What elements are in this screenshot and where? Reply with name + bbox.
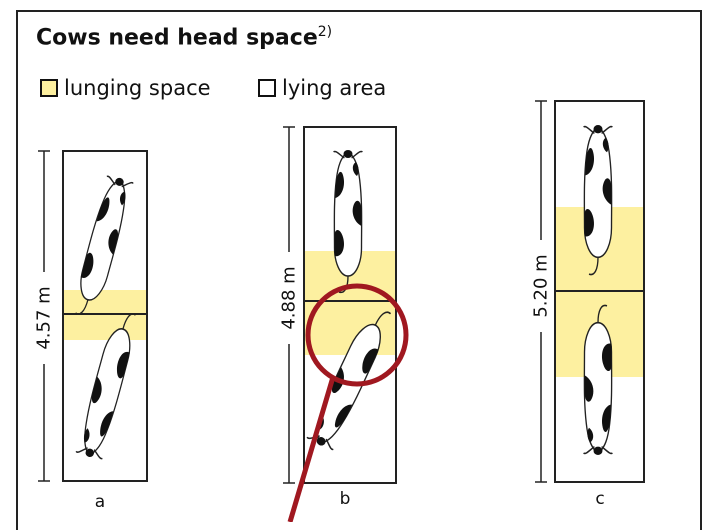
stall-a-outline [62, 150, 148, 482]
legend-lying-label: lying area [282, 76, 387, 100]
highlight-circle [305, 283, 409, 387]
lunging-swatch [40, 79, 58, 97]
legend-lunging-space: lunging space [40, 76, 211, 100]
legend-lying-area: lying area [258, 76, 386, 100]
stall-a-length: 4.57 m [34, 286, 55, 349]
figure-frame [16, 10, 702, 530]
stall-b: 4.88 m b [278, 126, 409, 522]
title-text: Cows need head space [36, 25, 318, 51]
stall-c-length: 5.20 m [531, 254, 552, 317]
legend-lunging-label: lunging space [64, 76, 211, 100]
figure-title: Cows need head space2) [36, 24, 332, 50]
stall-b-length: 4.88 m [279, 266, 300, 329]
stall-c: 5.20 m c [530, 100, 645, 509]
stall-a-label: a [95, 492, 105, 512]
stall-c-label: c [595, 489, 604, 509]
title-footnote: 2) [317, 24, 333, 40]
stall-b-label: b [340, 489, 351, 509]
stall-a: 4.57 m a [33, 150, 148, 512]
highlight-pointer [287, 376, 336, 522]
lying-swatch [258, 79, 276, 97]
